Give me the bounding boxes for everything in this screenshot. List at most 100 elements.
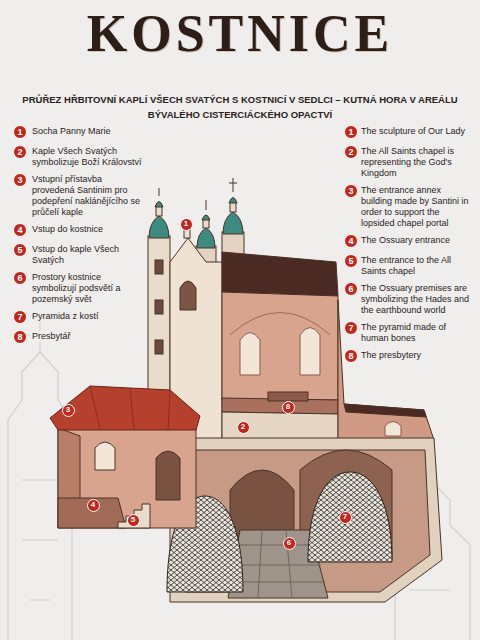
chapel-nave [222, 292, 338, 400]
legend-description: The presbytery [361, 350, 474, 361]
towers [155, 202, 163, 208]
legend-description: Vstupní přístavba provedená Santinim pro… [32, 174, 142, 218]
towers [155, 260, 163, 274]
chapel-nave [268, 392, 308, 401]
legend-description: Socha Panny Marie [32, 126, 142, 137]
chapel-nave [222, 252, 338, 296]
legend-description: Pyramida z kostí [32, 311, 142, 322]
legend-description: Vstup do kostnice [32, 224, 142, 235]
number-text: 3 [66, 406, 70, 414]
number-text: 1 [184, 220, 188, 228]
legend-description: Vstup do kaple Všech Svatých [32, 244, 142, 266]
legend-description: Presbytář [32, 331, 142, 342]
towers [229, 183, 237, 184]
towers [149, 216, 169, 238]
callout-number: 1 [180, 218, 193, 231]
legend-number: 8 [13, 330, 27, 344]
chapel-nave [240, 333, 260, 376]
legend-number: 6 [13, 271, 27, 285]
legend-number: 5 [344, 254, 358, 268]
number-text: 8 [17, 333, 22, 342]
callout-number: 7 [339, 511, 352, 524]
number-text: 3 [348, 187, 353, 196]
number-text: 6 [287, 539, 291, 547]
callout-number: 4 [87, 499, 100, 512]
legend-description: The entrance to the All Saints chapel [361, 255, 474, 277]
towers [159, 188, 160, 196]
legend-description: The All Saints chapel is representing th… [361, 146, 474, 179]
chapel-nave [300, 328, 320, 376]
towers [229, 198, 237, 204]
towers [202, 215, 210, 220]
ossuary-crypt [167, 438, 442, 602]
entrance-annex [50, 386, 200, 430]
callout-number: 8 [282, 401, 295, 414]
legend-number: 1 [344, 125, 358, 139]
number-text: 2 [17, 148, 22, 157]
number-text: 1 [17, 128, 22, 137]
chapel-nave [385, 422, 401, 437]
number-text: 3 [17, 176, 22, 185]
towers [197, 228, 215, 248]
number-text: 7 [343, 513, 347, 521]
number-text: 5 [348, 257, 353, 266]
number-text: 2 [241, 423, 245, 431]
number-text: 6 [17, 274, 22, 283]
legend-number: 5 [13, 243, 27, 257]
callout-number: 2 [237, 421, 250, 434]
number-text: 1 [348, 128, 353, 137]
legend-number: 1 [13, 125, 27, 139]
legend-description: The sculpture of Our Lady [361, 126, 474, 137]
towers [206, 200, 207, 210]
number-text: 8 [286, 403, 290, 411]
number-text: 4 [17, 226, 22, 235]
legend-description: Prostory kostnice symbolizují podsvětí a… [32, 272, 142, 305]
entrance-annex [156, 451, 180, 500]
chapel-nave [338, 300, 434, 440]
subtitle: PRŮŘEZ HŘBITOVNÍ KAPLÍ VŠECH SVATÝCH S K… [14, 92, 466, 122]
legend-description: Kaple Všech Svatých symbolizuje Boží Krá… [32, 146, 142, 168]
number-text: 5 [131, 516, 135, 524]
entrance-annex [95, 442, 115, 470]
legend-number: 6 [344, 282, 358, 296]
number-text: 7 [17, 313, 22, 322]
number-text: 4 [348, 237, 353, 246]
number-text: 5 [17, 246, 22, 255]
legend-number: 4 [13, 223, 27, 237]
towers [155, 300, 163, 314]
legend-number: 8 [344, 349, 358, 363]
chapel-nave [222, 412, 338, 440]
entrance-annex [58, 428, 196, 528]
title: KOSTNICE [0, 6, 480, 62]
legend-description: The Ossuary entrance [361, 235, 474, 246]
towers [233, 178, 234, 192]
entrance-annex [118, 504, 150, 528]
callout-number: 3 [62, 404, 75, 417]
entrance-annex [58, 498, 126, 528]
entrance-annex [50, 386, 200, 528]
towers [223, 212, 243, 234]
number-text: 6 [348, 285, 353, 294]
legend-number: 3 [344, 184, 358, 198]
entrance-annex [90, 386, 170, 430]
legend-number: 7 [344, 321, 358, 335]
legend-number: 4 [344, 234, 358, 248]
legend-number: 3 [13, 173, 27, 187]
number-text: 7 [348, 324, 353, 333]
legend-number: 2 [344, 145, 358, 159]
callout-number: 5 [127, 514, 140, 527]
legend-number: 2 [13, 145, 27, 159]
number-text: 2 [348, 148, 353, 157]
callout-number: 6 [283, 537, 296, 550]
chapel-nave [180, 281, 196, 310]
legend-description: The Ossuary premises are symbolizing the… [361, 283, 474, 316]
number-text: 4 [91, 501, 95, 509]
ossuary-crypt [308, 472, 392, 562]
chapel-nave [344, 404, 426, 417]
number-text: 8 [348, 352, 353, 361]
towers [155, 340, 163, 354]
legend-number: 7 [13, 310, 27, 324]
legend-description: The entrance annex building made by Sant… [361, 185, 474, 229]
legend-description: The pyramid made of human bones [361, 322, 474, 344]
